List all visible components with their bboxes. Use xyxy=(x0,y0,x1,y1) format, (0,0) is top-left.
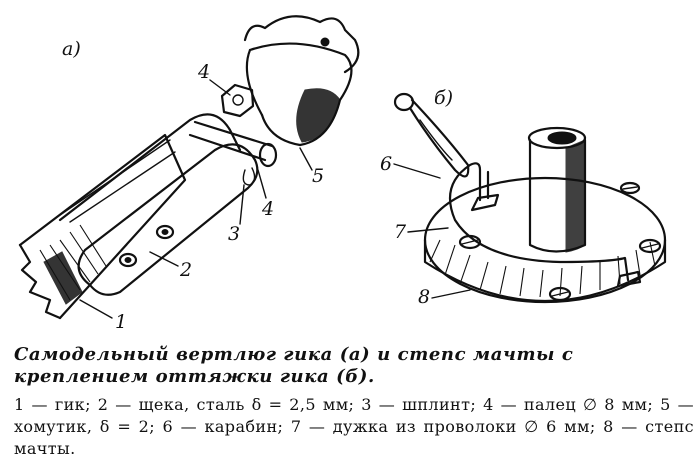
callout-2: 2 xyxy=(179,259,192,281)
cheek-plate xyxy=(58,113,259,296)
callout-4-bottom: 4 xyxy=(261,198,274,220)
callout-8: 8 xyxy=(418,286,430,308)
boom xyxy=(18,133,187,320)
pin xyxy=(188,120,278,186)
callout-3: 3 xyxy=(228,223,240,245)
part-a-label: а) xyxy=(62,38,81,60)
boom-swivel-drawing: а) 4 4 5 3 2 1 xyxy=(18,15,360,333)
callout-4-top: 4 xyxy=(197,61,210,83)
snap-hook xyxy=(393,92,470,178)
mast-step-drawing: б) 6 7 8 xyxy=(380,87,667,308)
clamp xyxy=(220,15,360,147)
callout-6: 6 xyxy=(380,153,392,175)
mast-tube xyxy=(527,126,587,253)
mast-step-base xyxy=(423,176,667,304)
wire-bail xyxy=(448,162,642,288)
callout-7: 7 xyxy=(394,221,407,243)
callout-1: 1 xyxy=(115,311,127,333)
caption-title: Самодельный вертлюг гика (а) и степс мач… xyxy=(14,344,574,387)
technical-drawing: а) 4 4 5 3 2 1 xyxy=(18,15,667,333)
part-b-label: б) xyxy=(434,87,453,109)
figure-caption: Самодельный вертлюг гика (а) и степс мач… xyxy=(14,344,694,460)
caption-legend: 1 — гик; 2 — щека, сталь δ = 2,5 мм; 3 —… xyxy=(14,395,694,458)
callout-5: 5 xyxy=(312,165,324,187)
